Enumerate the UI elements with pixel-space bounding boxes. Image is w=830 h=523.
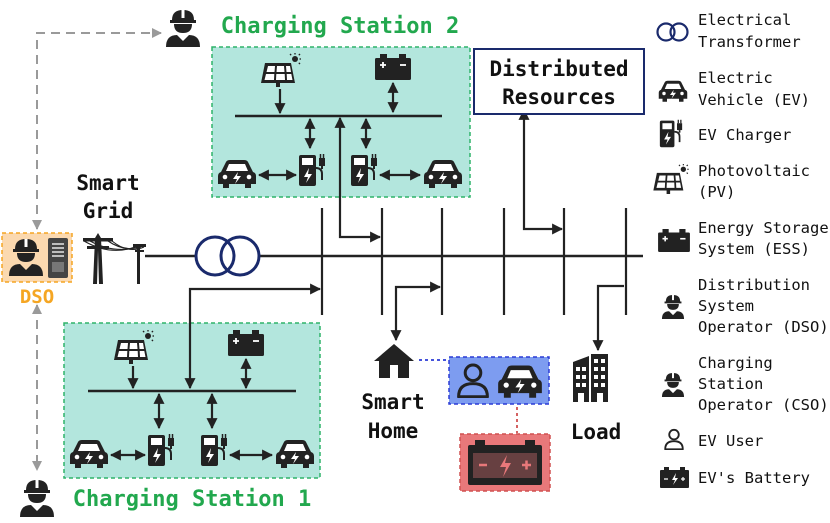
distributed-resources-link	[518, 108, 564, 235]
charging-station-2-title: Charging Station 2	[221, 14, 459, 39]
building-icon	[573, 354, 608, 402]
legend-label: EV User	[698, 432, 763, 450]
dso-label: DSO	[20, 286, 54, 308]
cso-operator-icon	[166, 10, 200, 47]
smart-grid-label-1: Smart	[76, 171, 139, 195]
legend-label: System (ESS)	[698, 240, 810, 258]
station-1-grid-link	[184, 283, 322, 390]
distributed-resources-box	[473, 48, 645, 115]
transformer-icon	[656, 22, 689, 42]
feeder-drops	[320, 208, 628, 315]
legend-label: Photovoltaic	[698, 162, 810, 180]
legend-label: System	[698, 297, 754, 315]
legend-label: Electric	[698, 69, 773, 87]
charging-station-1-title: Charging Station 1	[73, 487, 311, 512]
legend-label: Vehicle (EV)	[698, 91, 810, 109]
legend-label: Distribution	[698, 276, 810, 294]
legend-label: Operator (CSO)	[698, 396, 829, 414]
dso-node	[1, 232, 73, 283]
station-2-grid-link	[334, 116, 382, 243]
legend-label: Energy Storage	[698, 219, 829, 237]
cso-operator-icon	[20, 480, 54, 517]
distributed-resources-label-1: Distributed	[489, 57, 628, 81]
dso-cso2-dashed-link	[32, 28, 162, 230]
main-grid	[145, 108, 643, 390]
legend-label: EV's Battery	[698, 469, 810, 487]
transformer-icon	[194, 235, 261, 277]
legend-label: Electrical	[698, 11, 791, 29]
legend-label: Charging	[698, 354, 773, 372]
legend-label: Operator (DSO)	[698, 318, 829, 336]
load-link	[592, 284, 624, 352]
server-icon	[48, 238, 68, 278]
load-label: Load	[571, 420, 622, 444]
battery-icon	[658, 229, 690, 252]
distributed-resources-label-2: Resources	[502, 85, 616, 109]
ev-charger-icon	[659, 118, 683, 149]
ev-user-icon	[664, 428, 684, 450]
house-icon	[374, 344, 414, 378]
legend-label: Transformer	[698, 33, 801, 51]
ev-user-box	[448, 356, 550, 405]
power-pylon-icon	[82, 232, 147, 285]
solar-panel-icon	[653, 164, 689, 194]
legend-label: EV Charger	[698, 126, 791, 144]
electric-vehicle-icon	[658, 80, 688, 102]
dso-operator-icon	[661, 294, 685, 319]
legend-label: Station	[698, 375, 763, 393]
ev-battery-node	[459, 433, 551, 492]
smart-home-link	[390, 281, 442, 342]
smart-home-label-2: Home	[368, 419, 419, 443]
charging-station-1	[63, 322, 321, 479]
legend-label: (PV)	[698, 183, 735, 201]
ev-battery-icon	[660, 467, 689, 488]
cso-operator-icon	[661, 372, 685, 397]
smart-grid-label-2: Grid	[83, 199, 134, 223]
smart-home-label-1: Smart	[361, 390, 424, 414]
ev-battery-icon	[468, 440, 542, 485]
